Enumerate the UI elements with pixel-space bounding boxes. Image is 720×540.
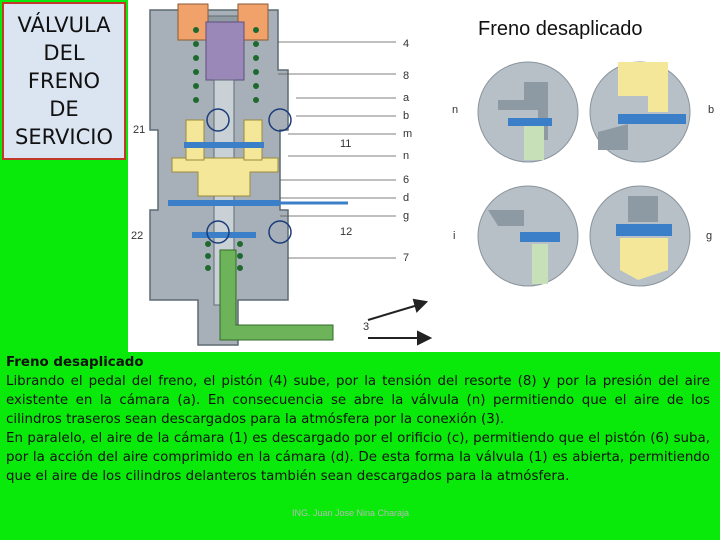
description-text: Freno desaplicado Librando el pedal del … (6, 353, 710, 486)
label-22: 22 (131, 230, 144, 242)
label-d: d (403, 192, 410, 204)
title-line-2: DEL (43, 41, 85, 65)
detail-circle-top-right (589, 61, 691, 163)
exhaust-passage (219, 249, 334, 341)
label-3: 3 (363, 321, 370, 333)
upper-piston (171, 157, 279, 197)
slide-title-box: VÁLVULA DEL FRENO DE SERVICIO (2, 2, 126, 160)
piston-sleeve-right (243, 119, 263, 161)
label-11: 11 (340, 138, 352, 150)
valve-seat-g (192, 232, 256, 238)
piston-sleeve (185, 119, 205, 161)
label-m: m (403, 128, 413, 140)
detail-circle-top-left (477, 61, 579, 163)
label-b: b (403, 110, 410, 122)
label-4: 4 (403, 38, 410, 50)
spring-8 (193, 27, 259, 103)
panel-heading: Freno desaplicado (478, 18, 643, 40)
title-line-4: DE (49, 97, 79, 121)
exhaust-arrows (367, 298, 433, 346)
description-subtitle: Freno desaplicado (6, 355, 144, 370)
author-watermark: ING. Juan Jose Nina Charaja (292, 508, 410, 518)
label-12: 12 (340, 226, 353, 238)
label-7: 7 (403, 252, 410, 264)
detail-label-b: b (708, 104, 715, 116)
detail-label-i: i (453, 230, 456, 242)
detail-circle-i (206, 220, 230, 244)
title-line-5: SERVICIO (15, 125, 113, 149)
valve-seat-n (184, 142, 264, 148)
label-21: 21 (133, 124, 146, 136)
valve-cross-section-diagram (149, 3, 691, 346)
callout-leaders (278, 41, 396, 259)
valve-seat-d (168, 200, 280, 206)
label-8: 8 (403, 70, 410, 82)
title-line-1: VÁLVULA (17, 13, 111, 37)
spring-7 (205, 241, 243, 271)
description-paragraph-2: En paralelo, el aire de la cámara (1) es… (6, 431, 710, 484)
label-g: g (403, 210, 410, 222)
spring-chamber-top (205, 21, 245, 81)
detail-circle-g (268, 220, 292, 244)
title-line-3: FRENO (27, 69, 101, 93)
detail-circle-b (268, 108, 292, 132)
label-n: n (403, 150, 410, 162)
label-a: a (403, 92, 410, 104)
detail-circle-n (206, 108, 230, 132)
detail-circle-bottom-right (589, 185, 691, 287)
label-6: 6 (403, 174, 410, 186)
detail-label-n: n (452, 104, 459, 116)
detail-label-g: g (706, 230, 713, 242)
detail-circle-bottom-left (477, 185, 579, 287)
description-paragraph-1: Librando el pedal del freno, el pistón (… (6, 374, 710, 427)
